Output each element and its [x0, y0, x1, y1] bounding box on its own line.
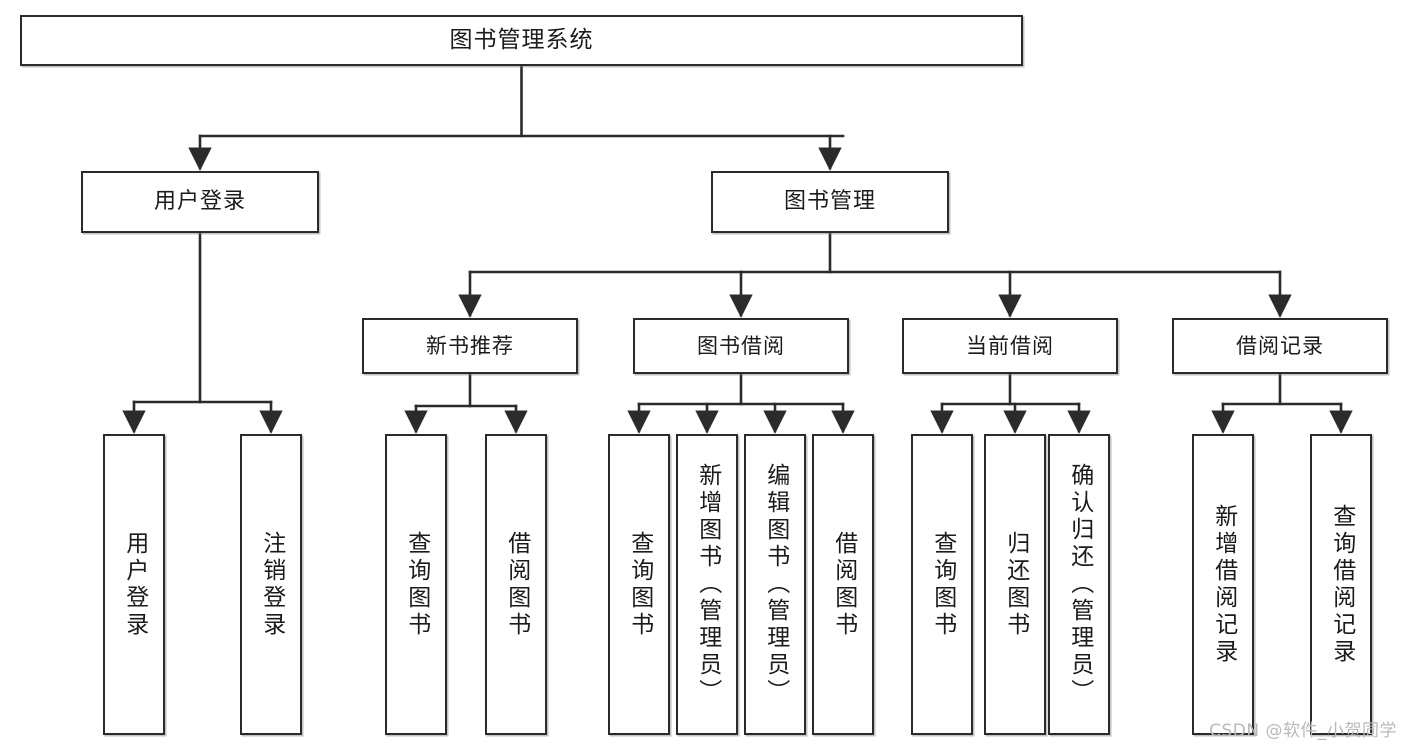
leaf-label: 查询图书: [403, 530, 430, 639]
node-borrow-record[interactable]: 借阅记录: [1172, 318, 1388, 374]
leaf-node-return-book[interactable]: 归还图书: [984, 434, 1046, 735]
node-book-borrow[interactable]: 图书借阅: [633, 318, 849, 374]
leaf-label: 用户登录: [121, 530, 148, 639]
leaf-node-query-book-2[interactable]: 查询图书: [608, 434, 670, 735]
leaf-label: 编辑图书（管理员）: [762, 463, 789, 706]
node-new-book-recommend[interactable]: 新书推荐: [362, 318, 578, 374]
node-user-login[interactable]: 用户登录: [81, 171, 319, 233]
leaf-node-user-login[interactable]: 用户登录: [103, 434, 165, 735]
leaf-label: 注销登录: [258, 530, 285, 639]
leaf-label: 新增借阅记录: [1210, 503, 1237, 666]
node-label: 新书推荐: [426, 333, 514, 358]
leaf-node-query-book-1[interactable]: 查询图书: [385, 434, 447, 735]
node-label: 图书借阅: [697, 333, 785, 358]
csdn-watermark: CSDN @软件_小贺同学: [1209, 721, 1397, 741]
node-book-manage[interactable]: 图书管理: [711, 171, 949, 233]
leaf-label: 借阅图书: [830, 530, 857, 639]
leaf-label: 查询图书: [626, 530, 653, 639]
leaf-label: 查询借阅记录: [1328, 503, 1355, 666]
node-label: 图书管理: [783, 189, 876, 215]
leaf-label: 借阅图书: [503, 530, 530, 639]
node-label: 用户登录: [153, 189, 246, 215]
leaf-node-borrow-book-2[interactable]: 借阅图书: [812, 434, 874, 735]
leaf-node-borrow-book-1[interactable]: 借阅图书: [485, 434, 547, 735]
leaf-node-query-borrow-record[interactable]: 查询借阅记录: [1310, 434, 1372, 735]
node-label: 当前借阅: [966, 333, 1054, 358]
node-root-system[interactable]: 图书管理系统: [20, 15, 1023, 66]
node-label: 图书管理系统: [449, 27, 594, 54]
leaf-label: 确认归还（管理员）: [1066, 463, 1093, 706]
leaf-node-add-borrow-record[interactable]: 新增借阅记录: [1192, 434, 1254, 735]
leaf-node-confirm-return-admin[interactable]: 确认归还（管理员）: [1048, 434, 1110, 735]
leaf-label: 新增图书（管理员）: [694, 463, 721, 706]
node-label: 借阅记录: [1236, 333, 1324, 358]
leaf-node-user-logout[interactable]: 注销登录: [240, 434, 302, 735]
leaf-node-query-book-3[interactable]: 查询图书: [911, 434, 973, 735]
leaf-label: 归还图书: [1002, 530, 1029, 639]
leaf-node-edit-book-admin[interactable]: 编辑图书（管理员）: [744, 434, 806, 735]
leaf-node-add-book-admin[interactable]: 新增图书（管理员）: [676, 434, 738, 735]
leaf-label: 查询图书: [929, 530, 956, 639]
node-current-borrow[interactable]: 当前借阅: [902, 318, 1118, 374]
